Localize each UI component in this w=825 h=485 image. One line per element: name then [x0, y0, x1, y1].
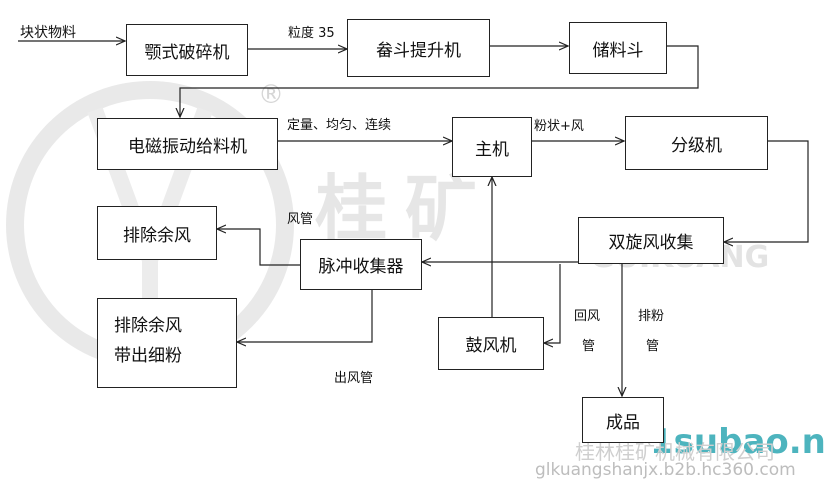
discharge-label-b: 管 [646, 339, 660, 354]
arrow-pulse-to-exhaust2 [237, 290, 373, 342]
arrow-pulse-to-exhaust1 [217, 229, 300, 266]
watermark-url: glkuangshanjx.b2b.hc360.com [535, 460, 796, 480]
arrow-cyclone-return-to-blower [544, 264, 561, 343]
return-duct-label-a: 回风 [574, 309, 601, 324]
classifier-box: 分级机 [625, 116, 768, 170]
watermark-site-badge: 1subao.net [650, 422, 825, 462]
vibrating-feeder-box: 电磁振动给料机 [97, 118, 278, 170]
watermark-brand-cn: 桂矿 [315, 167, 496, 251]
arrow-classifier-to-cyclone [724, 140, 809, 242]
arrow-hopper-to-feeder [180, 45, 699, 117]
exhaust-air-fines-line2: 带出细粉 [114, 346, 182, 366]
powder-air-label: 粉状+风 [534, 119, 584, 134]
return-duct-label-b: 管 [582, 339, 596, 354]
bucket-elevator-box: 畚斗提升机 [347, 19, 490, 77]
main-mill-box: 主机 [452, 117, 532, 177]
air-duct-label: 风管 [287, 212, 314, 227]
outlet-duct-label: 出风管 [334, 371, 374, 386]
exhaust-air-fines-line1: 排除余风 [114, 316, 182, 336]
exhaust-air-box: 排除余风 [97, 206, 217, 260]
watermark-registered: ® [258, 80, 284, 110]
discharge-label-a: 排粉 [638, 309, 665, 324]
jaw-crusher-box: 颚式破碎机 [126, 24, 248, 76]
watermark-company: 桂林桂矿机械有限公司 [575, 440, 775, 464]
feeding-label: 定量、均匀、连续 [287, 118, 392, 133]
blower-box: 鼓风机 [438, 317, 544, 370]
product-box: 成品 [582, 397, 664, 443]
arrow-cyclone-to-pulse [422, 245, 580, 262]
granularity-label: 粒度 35 [288, 26, 335, 41]
pulse-collector-box: 脉冲收集器 [300, 239, 422, 290]
cyclone-collector-box: 双旋风收集 [578, 217, 724, 264]
exhaust-air-fines-box: 排除余风 带出细粉 [97, 298, 237, 388]
storage-hopper-box: 储料斗 [569, 22, 667, 74]
input-material-label: 块状物料 [20, 25, 76, 41]
